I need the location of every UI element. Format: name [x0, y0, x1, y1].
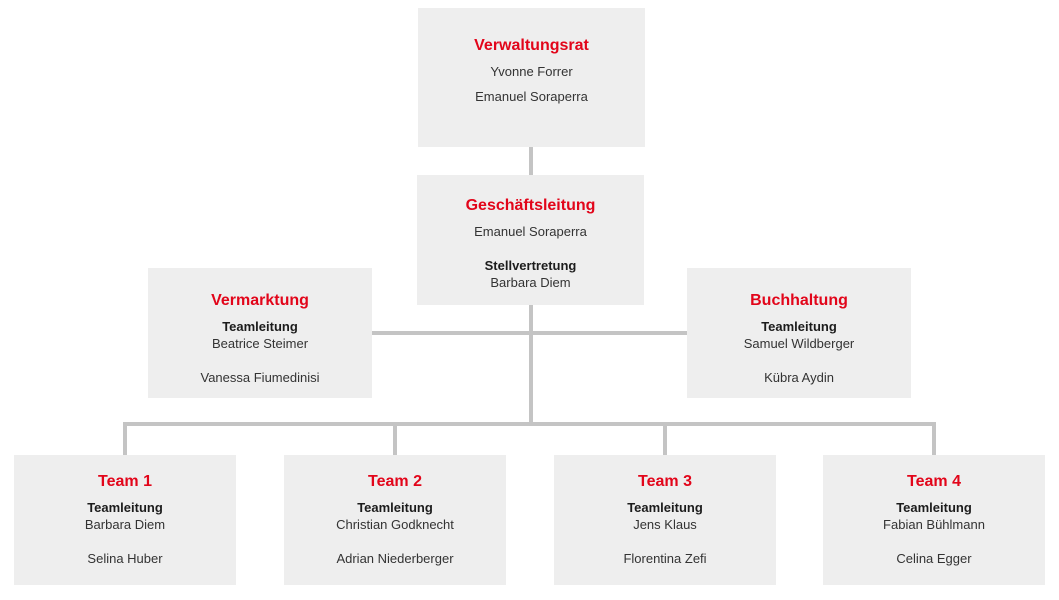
node-vermarktung[interactable]: Vermarktung Teamleitung Beatrice Steimer… [148, 268, 372, 398]
node-team-1[interactable]: Team 1 Teamleitung Barbara Diem Selina H… [14, 455, 236, 585]
connector-teams-bus [123, 422, 936, 426]
node-geschaeftsleitung[interactable]: Geschäftsleitung Emanuel Soraperra Stell… [417, 175, 644, 305]
connector-board-to-management [529, 147, 533, 175]
node-team-4[interactable]: Team 4 Teamleitung Fabian Bühlmann Celin… [823, 455, 1045, 585]
connector-drop-team-2 [393, 422, 397, 455]
team-2-role-label: Teamleitung [357, 500, 433, 515]
node-title-buchhaltung: Buchhaltung [750, 292, 848, 309]
team-4-member-1: Celina Egger [896, 551, 972, 566]
team-1-member-1: Selina Huber [87, 551, 163, 566]
team-4-role-label: Teamleitung [896, 500, 972, 515]
team-3-role-label: Teamleitung [627, 500, 703, 515]
team-3-lead: Jens Klaus [633, 517, 697, 532]
node-title-team-3: Team 3 [638, 473, 692, 490]
node-title-team-1: Team 1 [98, 473, 152, 490]
node-team-2[interactable]: Team 2 Teamleitung Christian Godknecht A… [284, 455, 506, 585]
connector-drop-team-4 [932, 422, 936, 455]
node-title-geschaeftsleitung: Geschäftsleitung [465, 197, 596, 214]
vermarktung-member-1: Vanessa Fiumedinisi [200, 370, 320, 385]
node-title-vermarktung: Vermarktung [211, 292, 309, 309]
node-title-team-4: Team 4 [907, 473, 961, 490]
management-deputy: Barbara Diem [490, 275, 571, 290]
node-buchhaltung[interactable]: Buchhaltung Teamleitung Samuel Wildberge… [687, 268, 911, 398]
connector-management-stem [529, 305, 533, 333]
connector-drop-team-3 [663, 422, 667, 455]
vermarktung-role-label: Teamleitung [222, 319, 298, 334]
node-verwaltungsrat[interactable]: Verwaltungsrat Yvonne Forrer Emanuel Sor… [418, 8, 645, 147]
vermarktung-lead: Beatrice Steimer [211, 336, 309, 351]
board-member-2: Emanuel Soraperra [475, 89, 588, 104]
connector-management-to-teams-stem [529, 331, 533, 424]
node-title-verwaltungsrat: Verwaltungsrat [474, 37, 589, 54]
team-2-member-1: Adrian Niederberger [336, 551, 454, 566]
board-member-1: Yvonne Forrer [490, 64, 573, 79]
buchhaltung-role-label: Teamleitung [761, 319, 837, 334]
node-team-3[interactable]: Team 3 Teamleitung Jens Klaus Florentina… [554, 455, 776, 585]
connector-drop-team-1 [123, 422, 127, 455]
team-1-lead: Barbara Diem [84, 517, 166, 532]
buchhaltung-member-1: Kübra Aydin [764, 370, 834, 385]
management-deputy-label: Stellvertretung [484, 258, 577, 273]
management-lead: Emanuel Soraperra [474, 224, 587, 239]
buchhaltung-lead: Samuel Wildberger [743, 336, 855, 351]
team-1-role-label: Teamleitung [87, 500, 163, 515]
team-3-member-1: Florentina Zefi [623, 551, 707, 566]
node-title-team-2: Team 2 [368, 473, 422, 490]
team-2-lead: Christian Godknecht [336, 517, 454, 532]
team-4-lead: Fabian Bühlmann [883, 517, 985, 532]
